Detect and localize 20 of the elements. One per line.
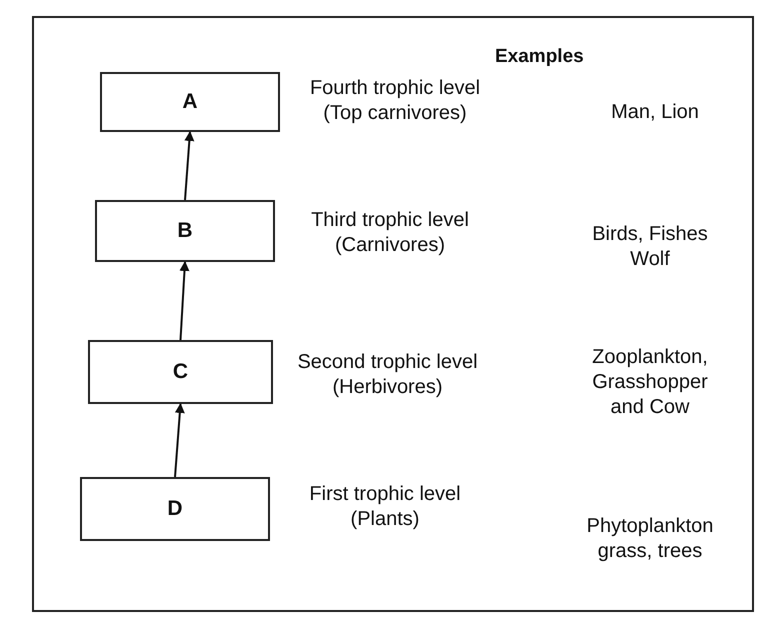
column-heading: Examples bbox=[495, 46, 584, 68]
level-box bbox=[95, 200, 275, 262]
arrow bbox=[174, 403, 185, 478]
level-letter: C bbox=[172, 360, 188, 384]
examples-text: Phytoplankton grass, trees bbox=[586, 514, 714, 564]
level-box bbox=[88, 340, 273, 404]
examples-text: Zooplankton, Grasshopper and Cow bbox=[591, 345, 709, 420]
level-letter: A bbox=[182, 90, 198, 114]
arrow bbox=[184, 131, 194, 200]
examples-text: Man, Lion bbox=[610, 100, 700, 125]
level-letter: B bbox=[177, 219, 193, 243]
arrow bbox=[180, 261, 190, 340]
level-letter: D bbox=[167, 497, 183, 521]
trophic-level-text: Second trophic level (Herbivores) bbox=[296, 350, 479, 400]
trophic-level-text: Third trophic level (Carnivores) bbox=[310, 208, 470, 258]
trophic-level-text: Fourth trophic level (Top carnivores) bbox=[308, 76, 482, 126]
level-box bbox=[100, 72, 280, 132]
level-box bbox=[80, 477, 270, 541]
examples-text: Birds, Fishes Wolf bbox=[591, 222, 709, 272]
trophic-level-text: First trophic level (Plants) bbox=[308, 482, 462, 532]
